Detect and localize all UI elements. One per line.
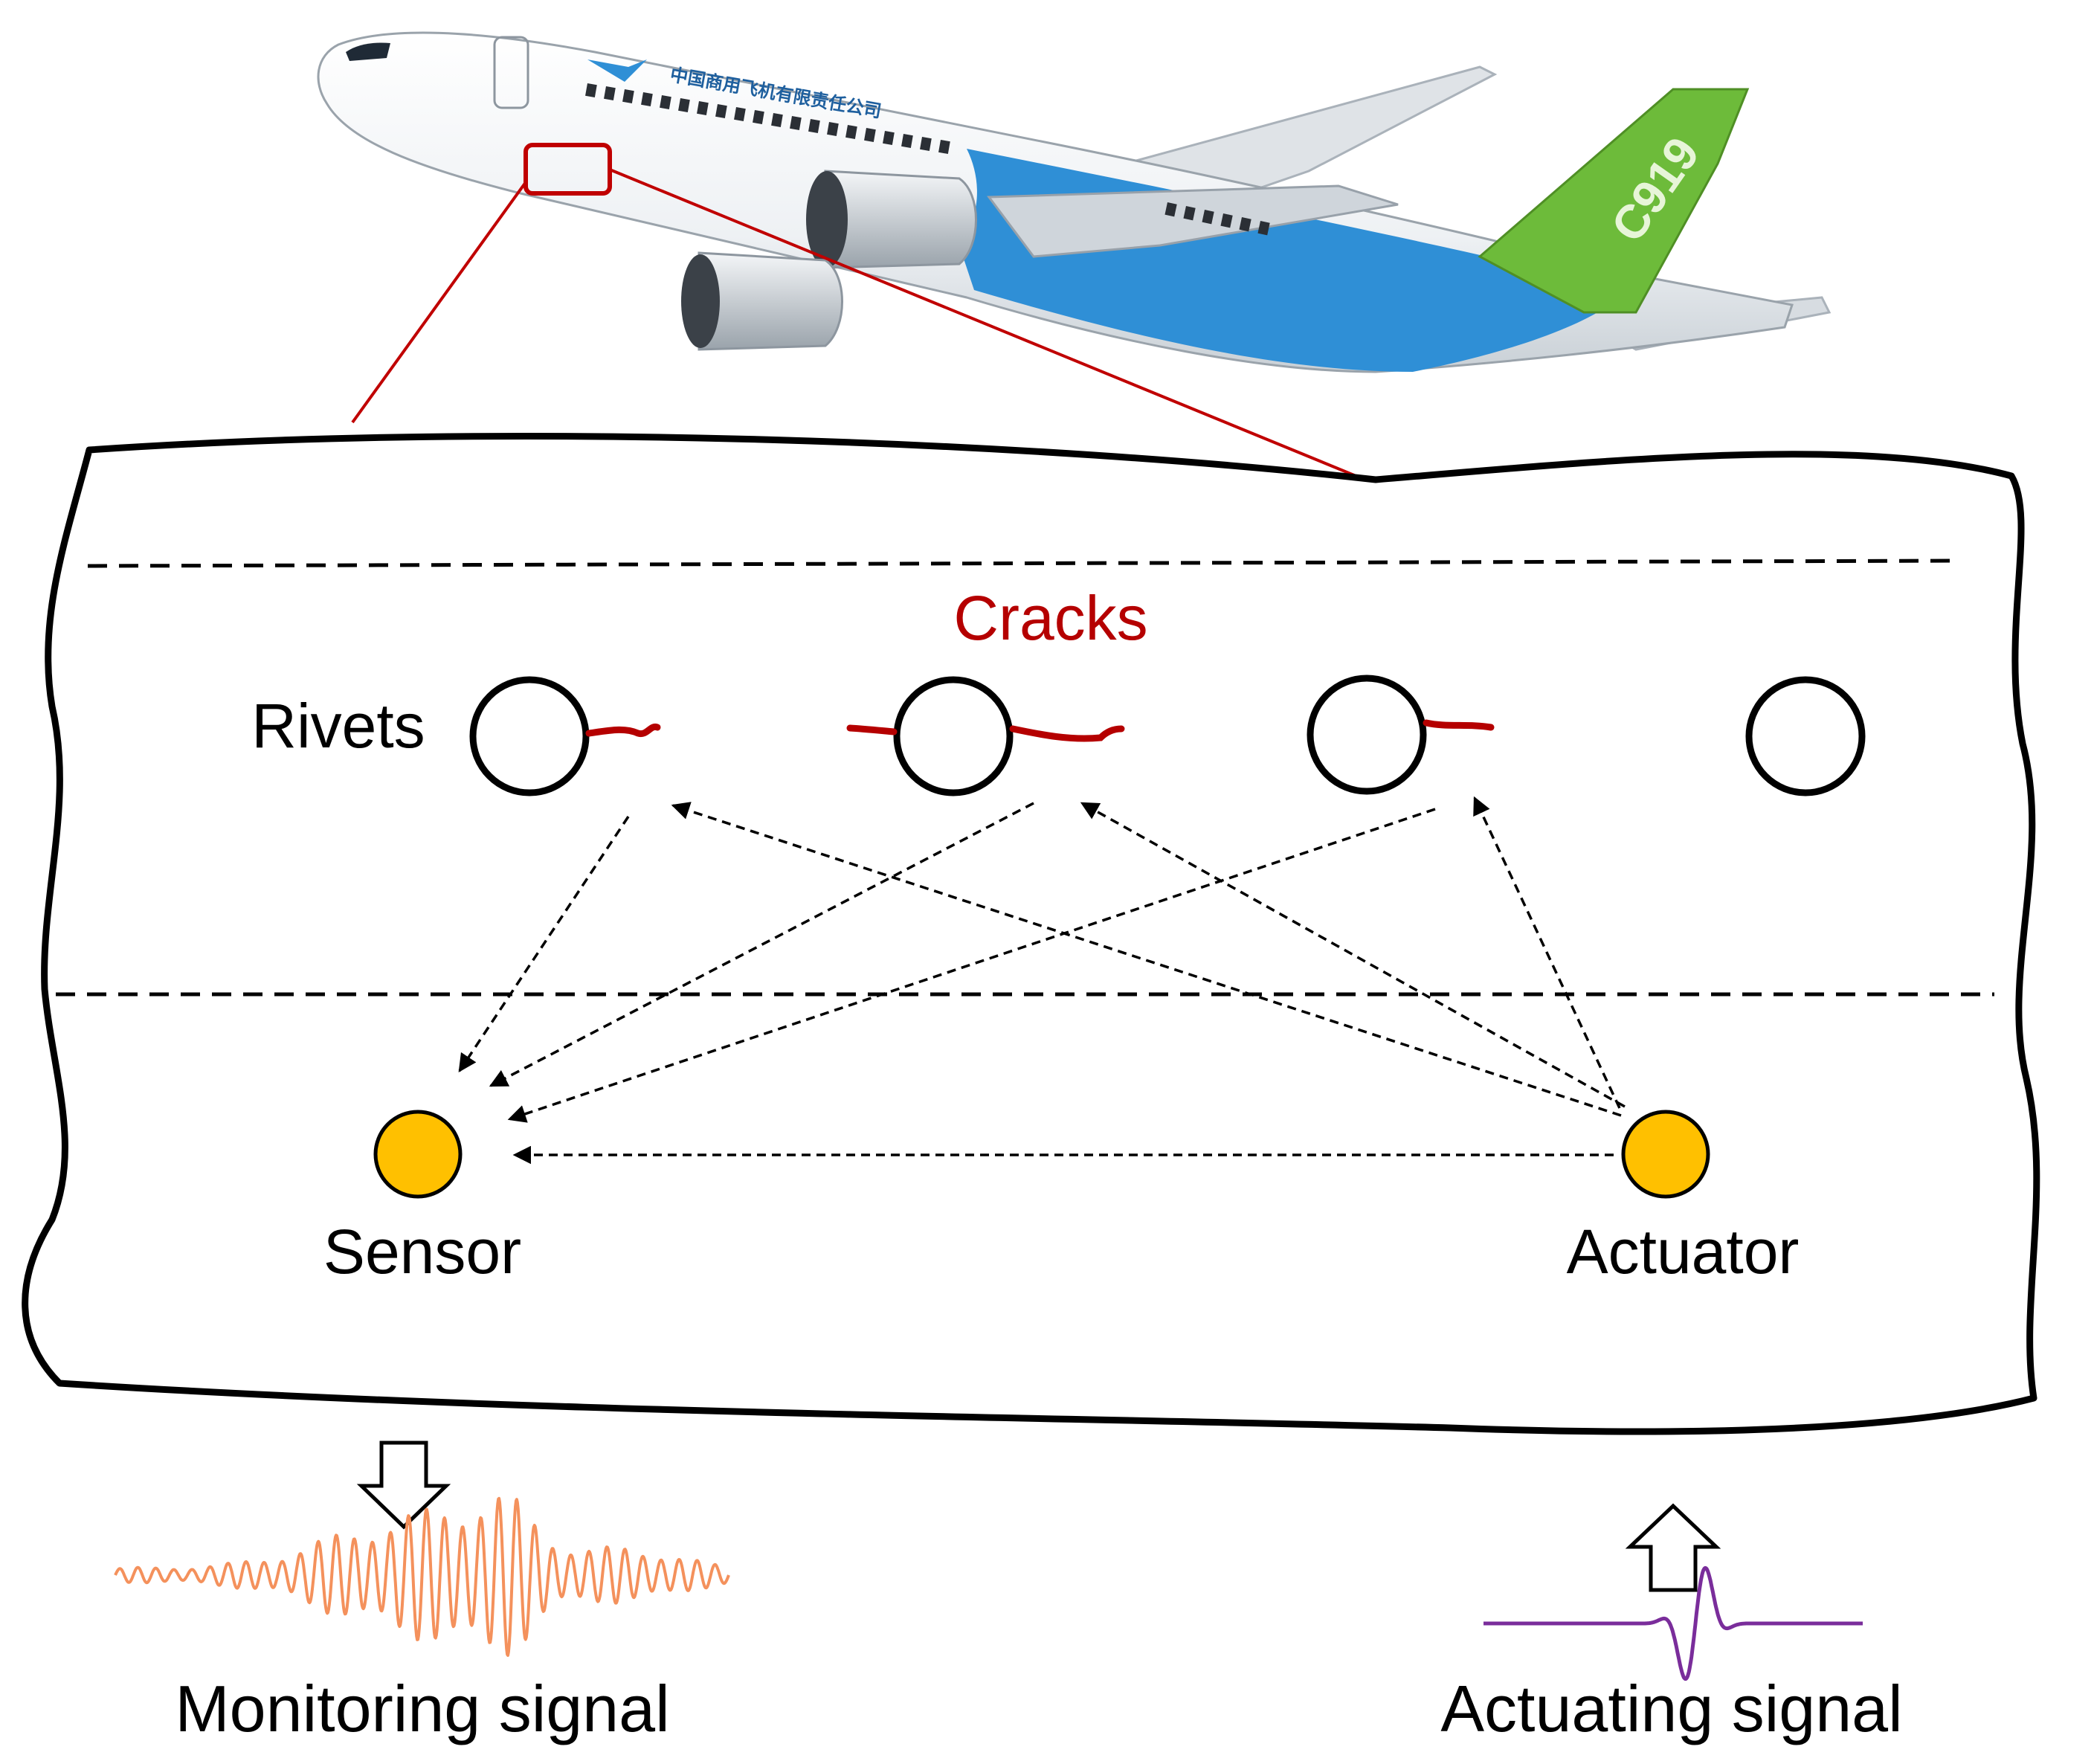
rivet-4 — [1745, 676, 1866, 796]
airplane-engine-lower — [681, 251, 843, 351]
sensor-transducer — [373, 1110, 463, 1199]
zoom-leader-left — [351, 181, 527, 424]
airplane-image: C919 中国商用飞机有限责任公司 — [317, 31, 1832, 373]
monitoring-signal-waveform — [114, 1496, 730, 1657]
airplane-cockpit-window — [346, 42, 390, 61]
crack-3 — [1423, 719, 1495, 731]
actuator-label: Actuator — [1567, 1217, 1800, 1287]
airplane-door — [493, 36, 529, 109]
rivet-2 — [893, 676, 1014, 796]
zoom-highlight-box — [524, 143, 612, 196]
airplane-near-wing — [987, 184, 1399, 258]
path-actuator-to-crack-1 — [671, 802, 1622, 1117]
airplane-engine-upper — [806, 170, 977, 269]
cracks-label: Cracks — [953, 583, 1147, 653]
zoom-leader-right — [609, 168, 1371, 483]
crack-1 — [585, 723, 661, 738]
crack-2-left — [846, 724, 898, 735]
airplane-logo — [587, 59, 647, 82]
actuating-signal-waveform — [1482, 1565, 1864, 1681]
wave-paths — [458, 796, 1626, 1165]
hollow-up-arrow-icon — [1625, 1503, 1721, 1592]
path-actuator-to-crack-3 — [1473, 796, 1621, 1109]
sensor-label: Sensor — [323, 1217, 521, 1287]
rivets-label: Rivets — [251, 691, 425, 761]
rivet-3 — [1307, 675, 1427, 795]
actuating-signal-label: Actuating signal — [1440, 1672, 1902, 1745]
airplane-windows — [585, 83, 1270, 236]
path-crack-1-to-sensor — [458, 816, 630, 1073]
crack-2-right — [1009, 725, 1125, 742]
airplane-tail-fin — [1478, 88, 1750, 314]
hollow-down-arrow-icon — [356, 1441, 451, 1530]
actuator-transducer — [1621, 1110, 1710, 1199]
rivet-1 — [469, 676, 590, 796]
path-crack-2-to-sensor — [489, 802, 1034, 1087]
monitoring-signal-label: Monitoring signal — [175, 1672, 669, 1745]
